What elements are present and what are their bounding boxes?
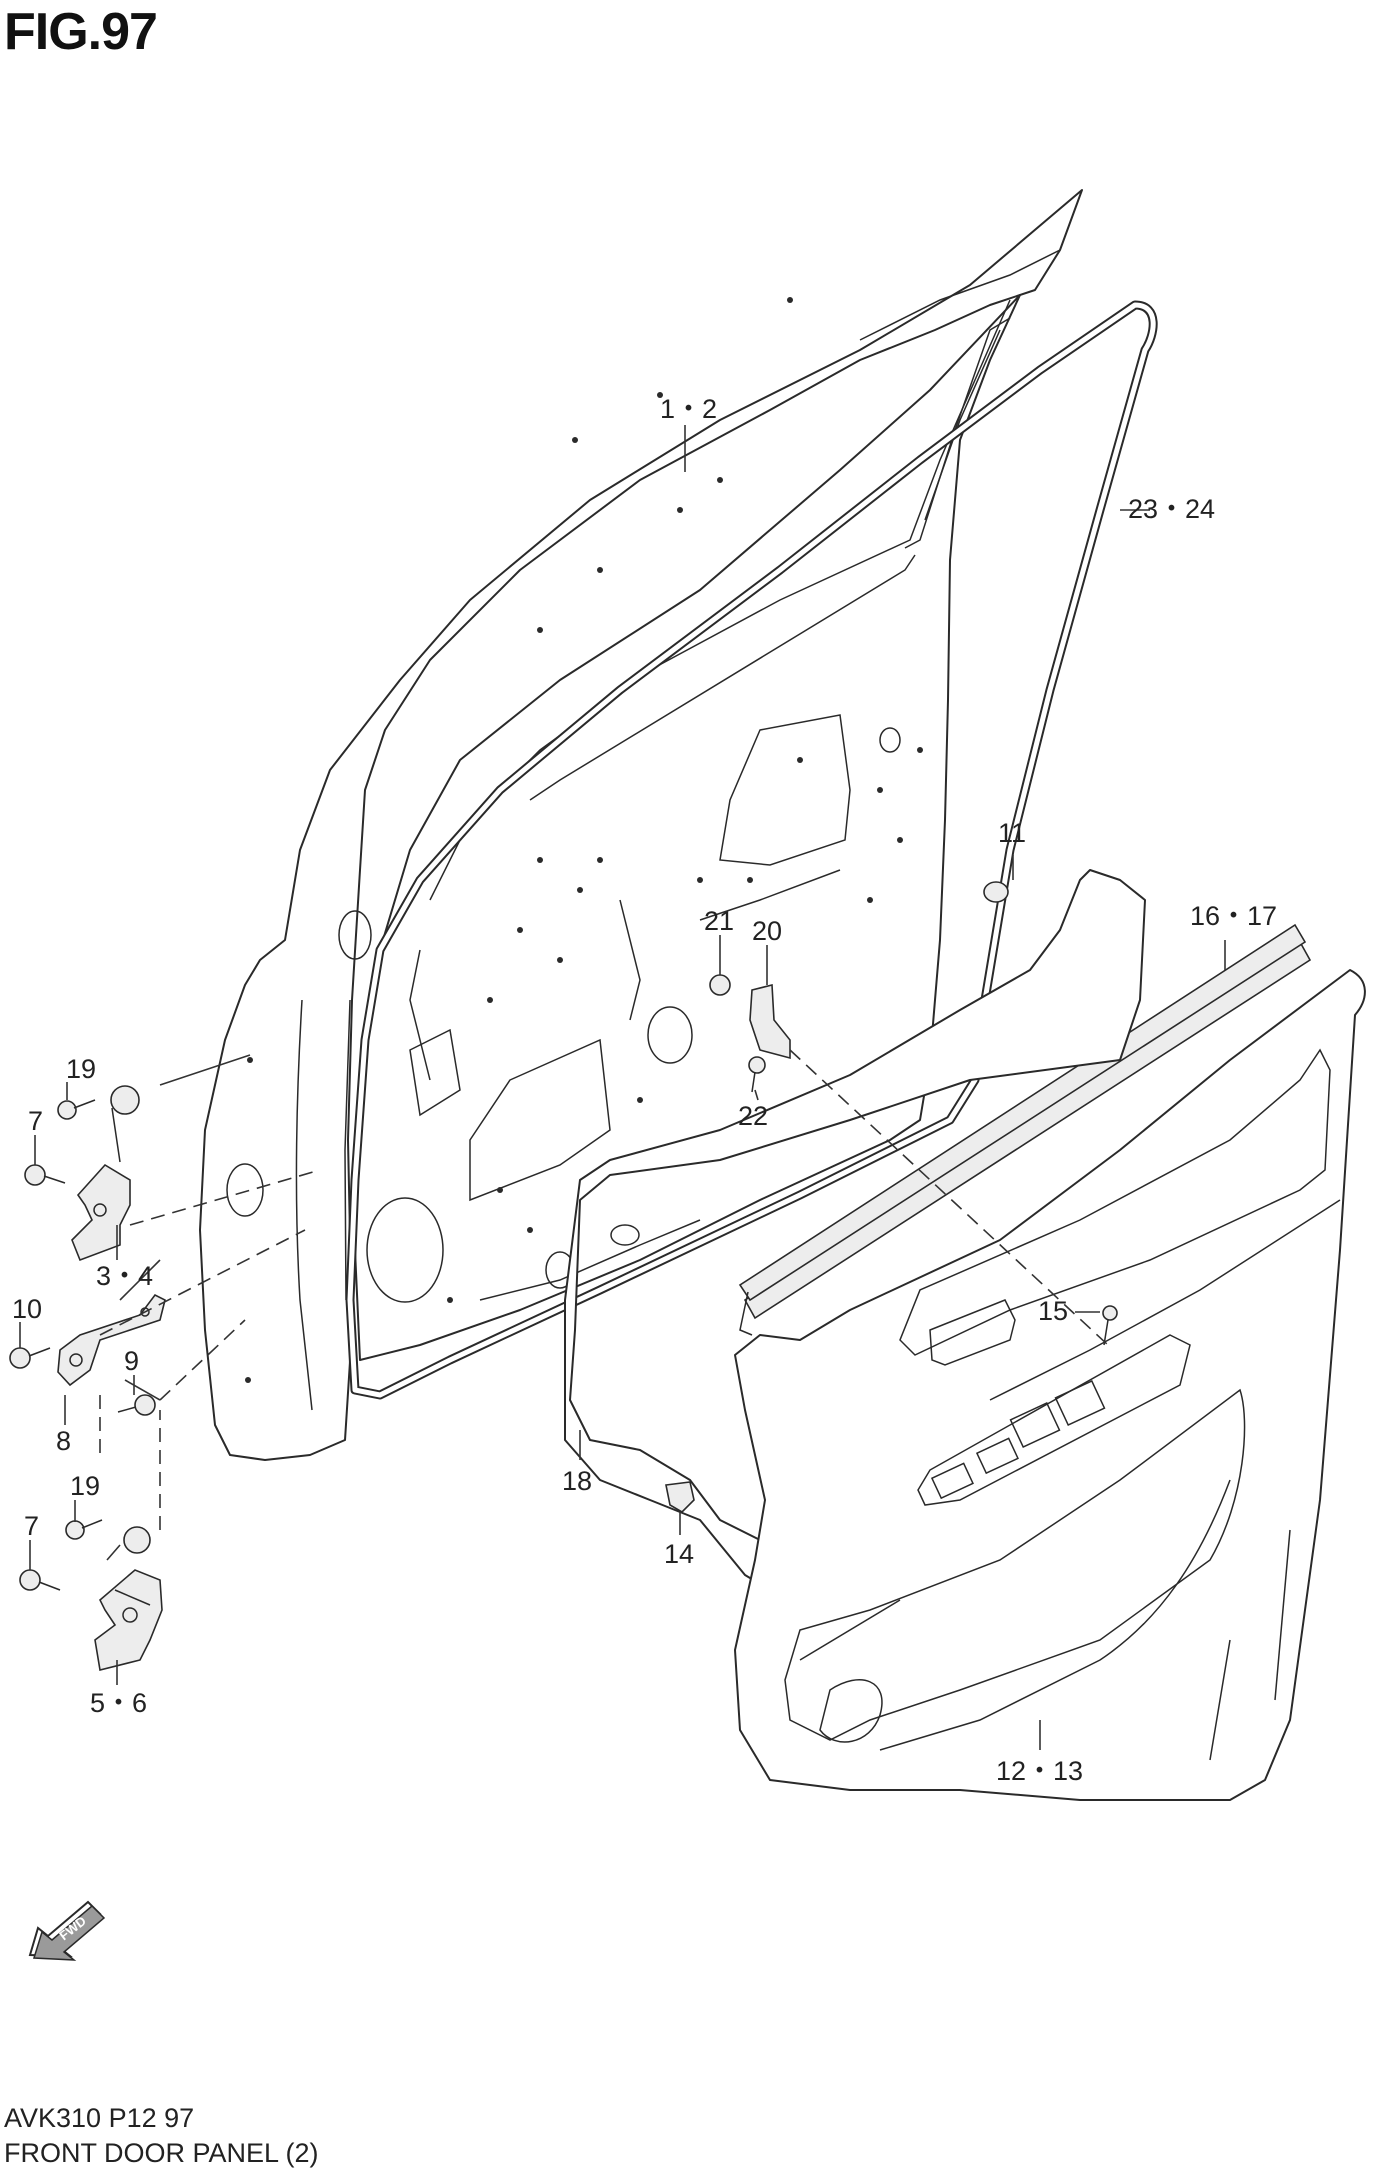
callout-7-upper: 7 (28, 1106, 43, 1136)
figure-name: FRONT DOOR PANEL (2) (4, 2138, 319, 2168)
bolt-icon (9, 881, 1118, 1591)
figure-title: FIG.97 (4, 3, 158, 61)
door-trim-panel (734, 969, 1366, 1801)
callout-22: 22 (738, 1101, 768, 1131)
callout-15: 15 (1038, 1296, 1068, 1326)
callout-18: 18 (562, 1466, 592, 1496)
callout-5-6: 5・6 (90, 1688, 147, 1718)
callout-11: 11 (998, 818, 1026, 848)
fwd-arrow-icon: FWD (28, 1900, 106, 1961)
lower-hinge (94, 1526, 163, 1671)
door-weatherstrip (345, 300, 1158, 1400)
inner-belt-weatherstrip (738, 923, 1312, 1336)
callout-16-17: 16・17 (1190, 901, 1277, 931)
leader-lines (19, 425, 1226, 1750)
callout-20: 20 (752, 916, 782, 946)
callout-23-24: 23・24 (1128, 494, 1215, 524)
callout-labels: 1・2 23・24 11 16・17 21 20 22 19 7 3・4 10 … (12, 394, 1277, 1786)
callout-9: 9 (124, 1346, 139, 1376)
mounting-holes (245, 297, 923, 1383)
callout-1-2: 1・2 (660, 394, 717, 424)
callout-14: 14 (664, 1539, 694, 1569)
callout-19-lower: 19 (70, 1471, 100, 1501)
callout-8: 8 (56, 1426, 71, 1456)
figure-code: AVK310 P12 97 (4, 2103, 195, 2133)
callout-10: 10 (12, 1294, 42, 1324)
callout-21: 21 (704, 906, 734, 936)
callout-3-4: 3・4 (96, 1261, 153, 1291)
callout-7-lower: 7 (24, 1511, 39, 1541)
callout-19-upper: 19 (66, 1054, 96, 1084)
upper-hinge (71, 1085, 140, 1262)
callout-12-13: 12・13 (996, 1756, 1083, 1786)
door-check (57, 1293, 166, 1387)
